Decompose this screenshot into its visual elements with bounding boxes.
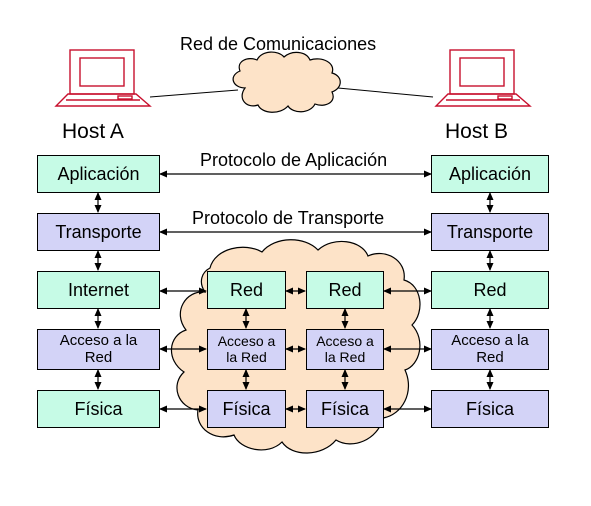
host-b-physical-layer: Física bbox=[431, 390, 549, 428]
computer-b-icon bbox=[434, 49, 532, 107]
network-label: Red de Comunicaciones bbox=[180, 34, 377, 54]
router-1-network-layer: Red bbox=[207, 271, 286, 309]
host-a-label: Host A bbox=[62, 120, 124, 143]
host-b-transport-layer: Transporte bbox=[431, 213, 549, 251]
host-a-physical-layer: Física bbox=[37, 390, 160, 428]
host-a-application-layer: Aplicación bbox=[37, 155, 160, 193]
host-b-link-layer: Acceso a la Red bbox=[431, 329, 549, 370]
protocol-arrows bbox=[159, 170, 432, 236]
network-cloud bbox=[232, 51, 341, 113]
router-1-physical-layer: Física bbox=[207, 390, 286, 428]
host-a-link-layer: Acceso a la Red bbox=[37, 329, 160, 370]
host-a-transport-layer: Transporte bbox=[37, 213, 160, 251]
stack-arrows bbox=[94, 192, 494, 390]
host-b-application-layer: Aplicación bbox=[431, 155, 549, 193]
router-1-link-layer: Acceso a la Red bbox=[207, 329, 286, 370]
router-2-link-layer: Acceso a la Red bbox=[306, 329, 384, 370]
application-protocol-label: Protocolo de Aplicación bbox=[200, 150, 388, 170]
router-2-network-layer: Red bbox=[306, 271, 384, 309]
host-a-internet-layer: Internet bbox=[37, 271, 160, 309]
host-b-label: Host B bbox=[445, 120, 509, 143]
transport-protocol-label: Protocolo de Transporte bbox=[192, 208, 385, 228]
host-b-network-layer: Red bbox=[431, 271, 549, 309]
host-links bbox=[149, 87, 434, 98]
peer-arrows bbox=[159, 287, 432, 413]
computer-a-icon bbox=[54, 49, 152, 107]
router-2-physical-layer: Física bbox=[306, 390, 384, 428]
